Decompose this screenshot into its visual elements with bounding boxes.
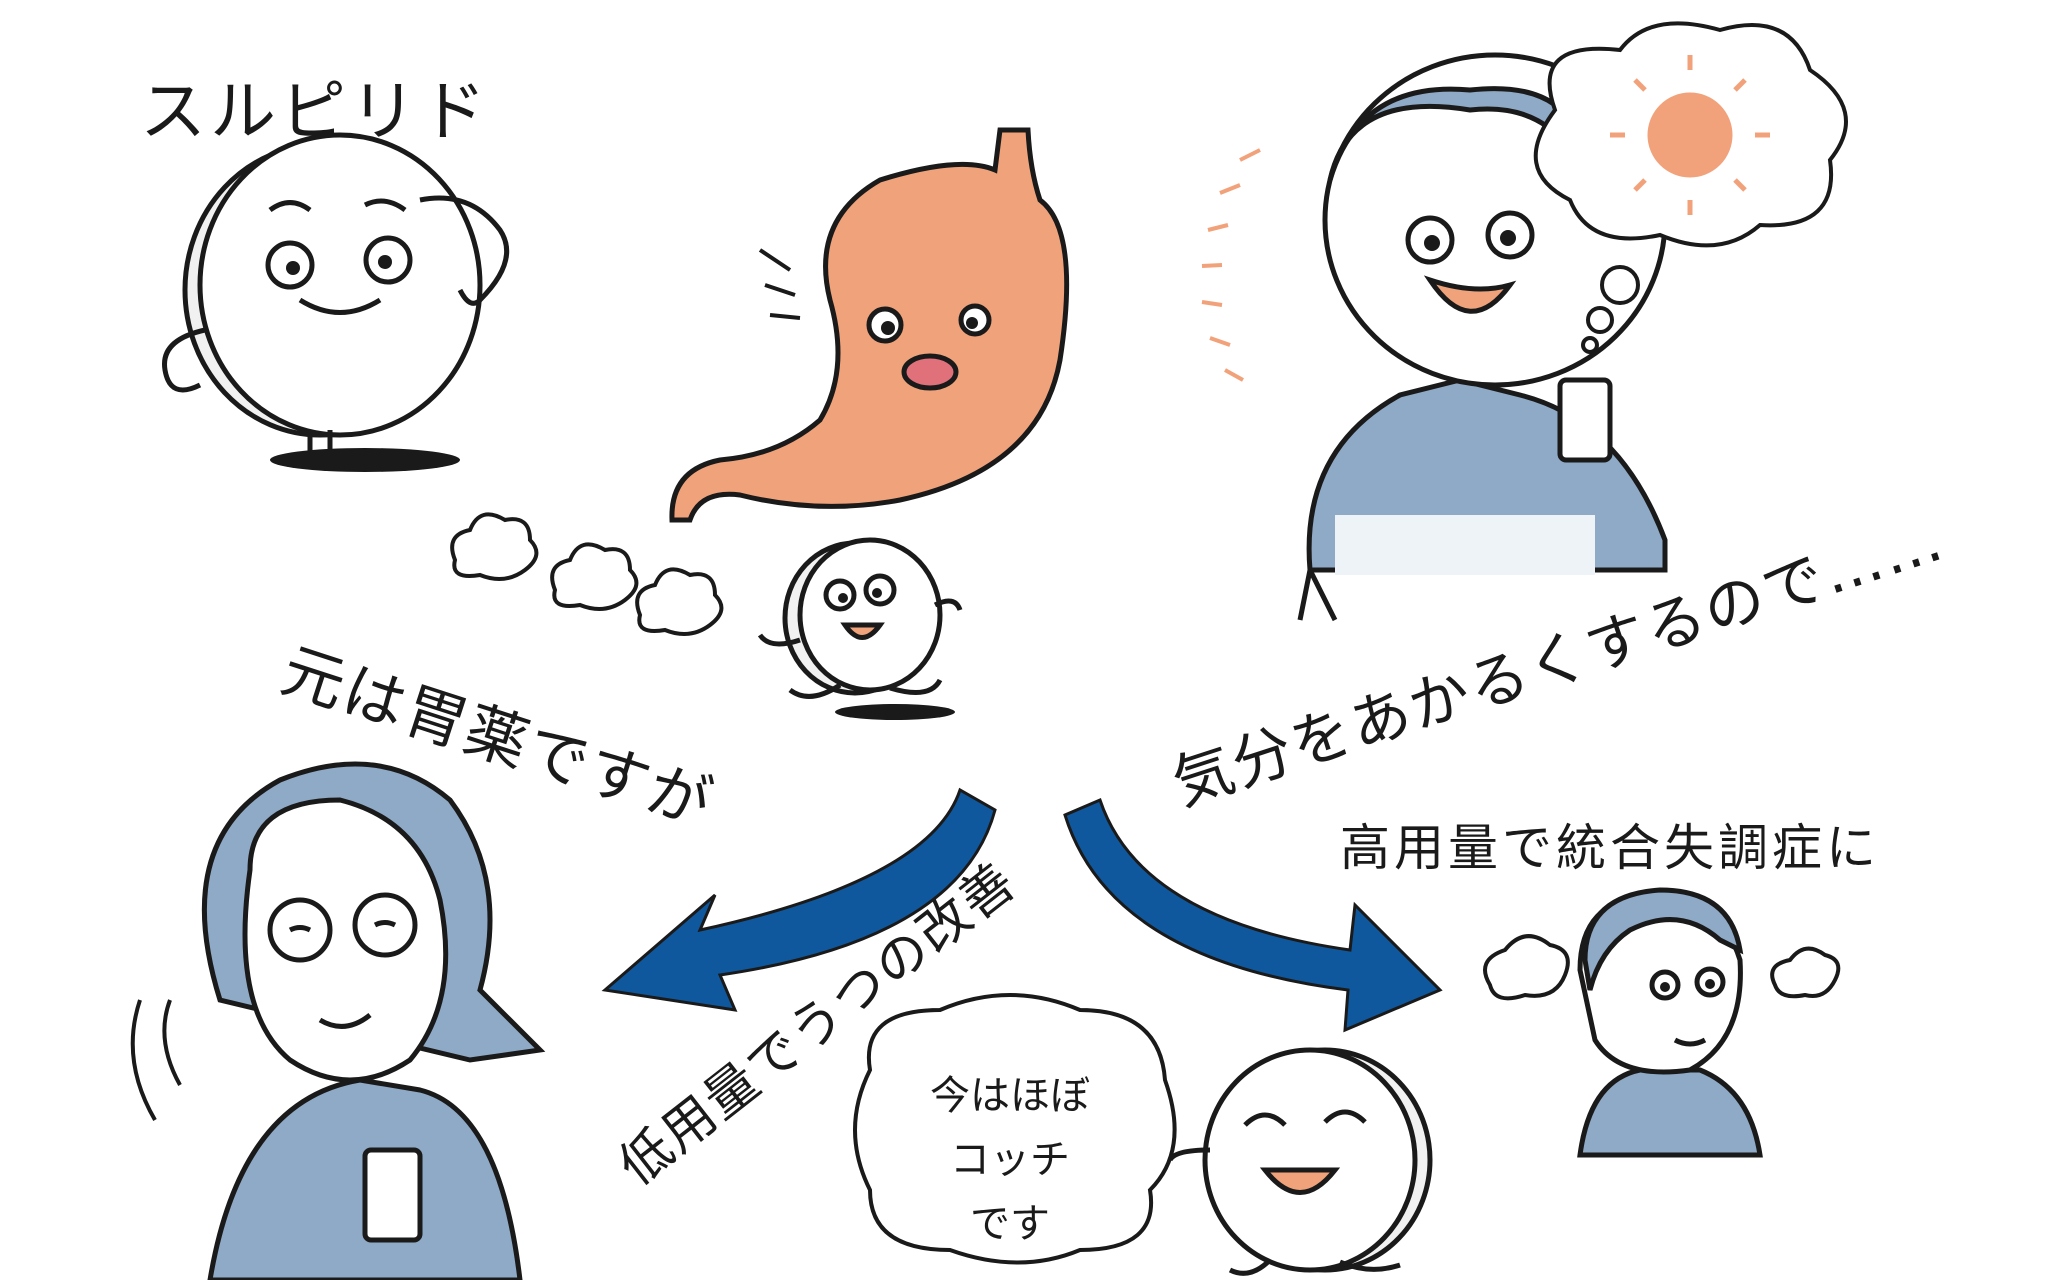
arrow-left-icon — [601, 787, 997, 1012]
drug-name-title: スルピリド — [140, 73, 490, 150]
sun-icon — [1610, 55, 1770, 215]
worried-man-icon — [1577, 887, 1763, 1158]
caption-high-dose: 高用量で統合失調症に — [1340, 819, 1880, 877]
calm-woman-icon — [130, 761, 546, 1280]
smiling-pill-icon — [1167, 1047, 1433, 1276]
speech-bubble-text: 今はほぼ コッチ です — [900, 1064, 1120, 1256]
radiance-lines-icon — [1201, 148, 1261, 382]
running-pill-icon — [757, 537, 963, 720]
speech-line-3: です — [970, 1201, 1050, 1247]
stomach-character-icon — [669, 127, 1070, 523]
speech-line-1: 今はほぼ — [930, 1073, 1090, 1119]
puff-clouds-icon — [450, 512, 724, 636]
arrow-right-icon — [1063, 797, 1443, 1033]
pill-character-icon — [162, 132, 510, 472]
speech-bubble-icon — [853, 993, 1177, 1265]
steam-clouds-icon — [1483, 934, 1841, 1001]
speech-line-2: コッチ — [950, 1137, 1070, 1183]
